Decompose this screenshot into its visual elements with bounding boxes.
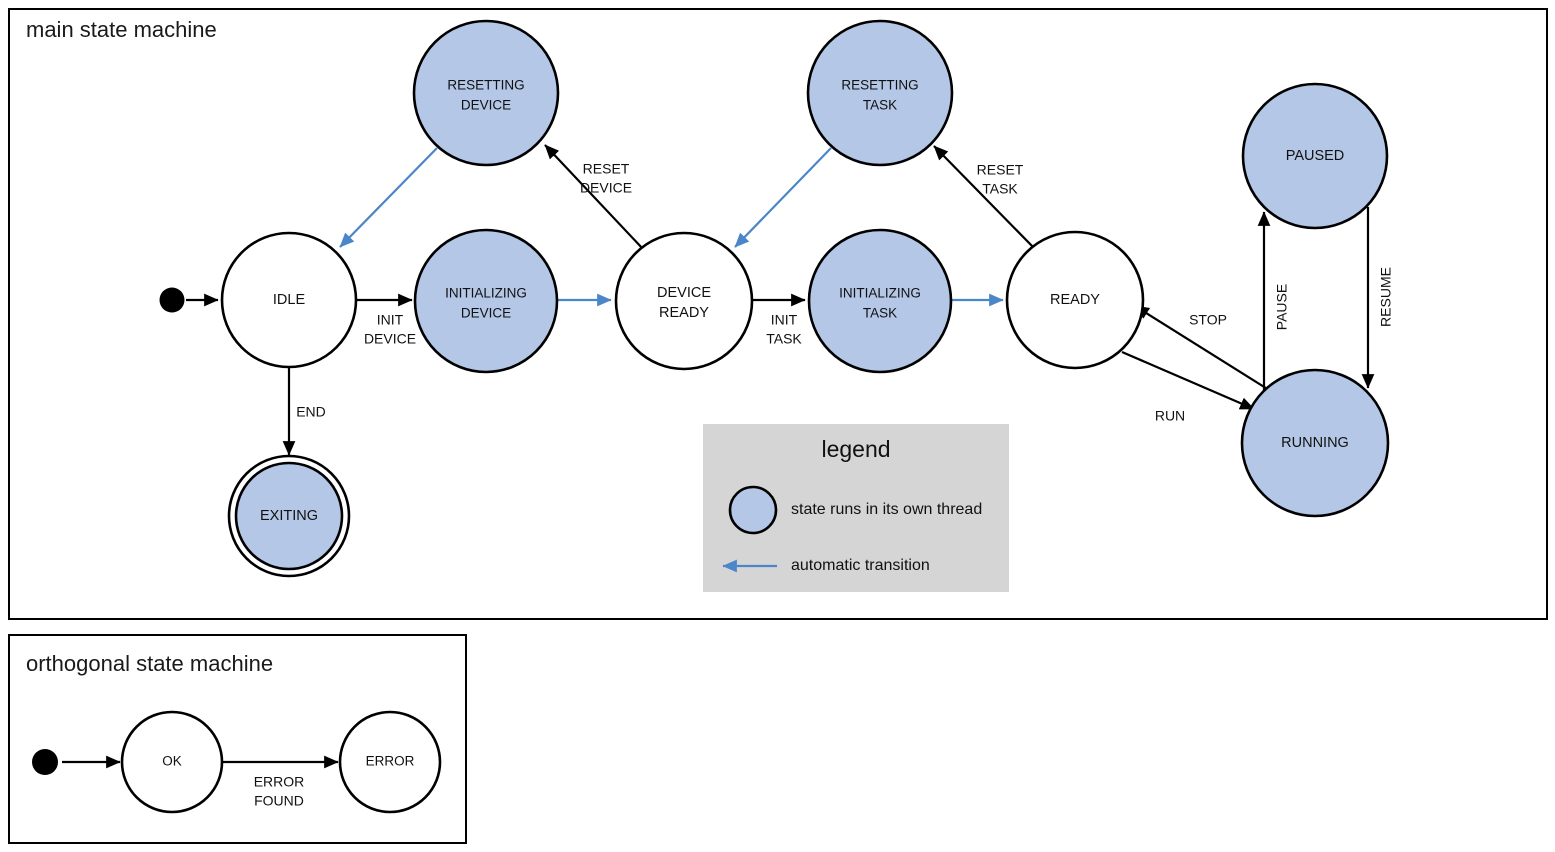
legend-title: legend xyxy=(821,436,890,462)
edge-label-end: END xyxy=(296,404,326,420)
edge-resetting-task-to-device-ready xyxy=(734,147,832,248)
edge-label-reset-task-line2: TASK xyxy=(982,181,1018,197)
state-exiting-label: EXITING xyxy=(260,508,318,524)
edge-resetting-device-to-idle xyxy=(339,147,438,248)
state-error-label: ERROR xyxy=(366,754,415,769)
main-state-machine-title: main state machine xyxy=(26,17,217,42)
state-device-ready-label-line2: READY xyxy=(659,305,709,321)
initial-state-dot xyxy=(159,287,185,313)
state-resetting-task-label-line2: TASK xyxy=(863,98,897,113)
edge-label-pause: PAUSE xyxy=(1274,284,1290,330)
state-running[interactable]: RUNNING xyxy=(1240,368,1390,518)
state-initializing-task-label-line1: INITIALIZING xyxy=(839,286,921,301)
legend-thread-state-swatch xyxy=(728,485,778,535)
state-exiting[interactable]: EXITING xyxy=(227,454,351,578)
legend-item-auto-transition-text: automatic transition xyxy=(791,557,930,574)
state-resetting-task-label-line1: RESETTING xyxy=(841,78,918,93)
edge-label-reset-task-line1: RESET xyxy=(977,162,1024,178)
state-resetting-device-label-line2: DEVICE xyxy=(461,98,511,113)
state-ready-label: READY xyxy=(1050,292,1100,308)
orthogonal-initial-state-dot xyxy=(32,749,58,775)
state-idle[interactable]: IDLE xyxy=(220,231,358,369)
edge-label-error-found-line2: FOUND xyxy=(254,793,304,809)
state-paused-label: PAUSED xyxy=(1286,148,1345,164)
state-device-ready-label-line1: DEVICE xyxy=(657,285,711,301)
edge-label-resume: RESUME xyxy=(1378,267,1394,327)
state-paused[interactable]: PAUSED xyxy=(1241,82,1389,230)
state-initializing-task-label-line2: TASK xyxy=(863,306,897,321)
state-ready[interactable]: READY xyxy=(1005,230,1145,370)
edge-label-init-device-line2: DEVICE xyxy=(364,331,416,347)
state-device-ready[interactable]: DEVICE READY xyxy=(614,231,754,371)
edge-label-init-task-line2: TASK xyxy=(766,331,802,347)
state-initializing-task[interactable]: INITIALIZING TASK xyxy=(807,228,953,374)
state-running-label: RUNNING xyxy=(1281,435,1349,451)
edge-label-error-found-line1: ERROR xyxy=(254,774,305,790)
edge-label-init-task-line1: INIT xyxy=(771,312,798,328)
state-initializing-device-label-line2: DEVICE xyxy=(461,306,511,321)
state-initializing-device-label-line1: INITIALIZING xyxy=(445,286,527,301)
edge-label-stop: STOP xyxy=(1189,312,1227,328)
legend-item-thread-state-text: state runs in its own thread xyxy=(791,501,982,518)
orthogonal-state-machine-title: orthogonal state machine xyxy=(26,651,273,676)
edge-device-ready-to-resetting-device xyxy=(544,144,644,250)
state-idle-label: IDLE xyxy=(273,292,306,308)
edge-ready-to-running xyxy=(1121,350,1255,411)
legend: legend state runs in its own thread auto… xyxy=(703,424,1009,592)
edge-ready-to-resetting-task xyxy=(933,145,1036,250)
state-initializing-device[interactable]: INITIALIZING DEVICE xyxy=(413,228,559,374)
edge-label-reset-device-line2: DEVICE xyxy=(580,180,632,196)
edge-running-to-ready xyxy=(1134,305,1270,391)
edge-label-init-device-line1: INIT xyxy=(377,312,404,328)
state-resetting-task[interactable]: RESETTING TASK xyxy=(806,19,954,167)
state-ok[interactable]: OK xyxy=(120,710,224,814)
state-resetting-device-label-line1: RESETTING xyxy=(447,78,524,93)
edge-label-run: RUN xyxy=(1155,408,1185,424)
edge-label-reset-device-line1: RESET xyxy=(583,161,630,177)
state-ok-label: OK xyxy=(162,754,182,769)
state-resetting-device[interactable]: RESETTING DEVICE xyxy=(412,19,560,167)
state-error[interactable]: ERROR xyxy=(338,710,442,814)
